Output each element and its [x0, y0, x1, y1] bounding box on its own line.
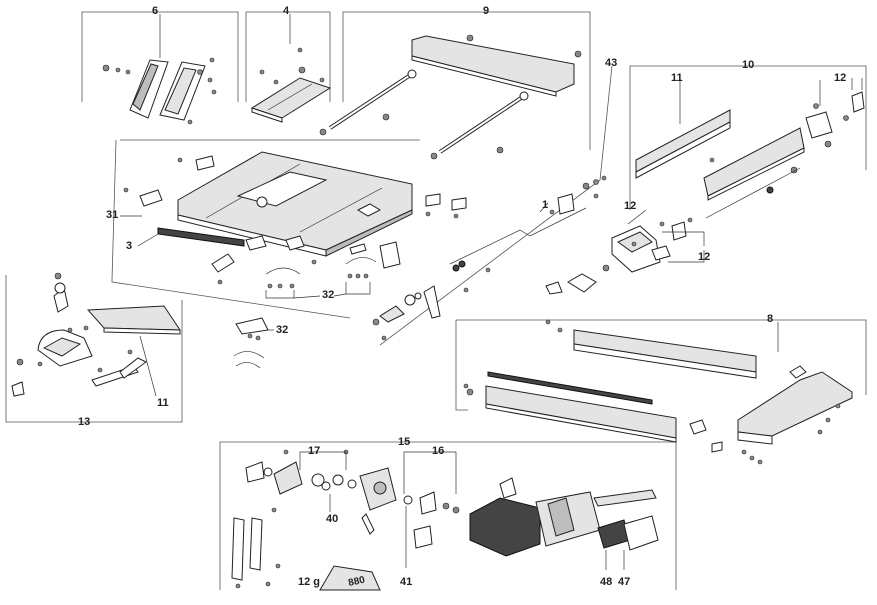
callout-4: 4 [283, 5, 290, 17]
grease-tube-label: 880 [347, 575, 366, 589]
frame-group-10 [629, 65, 867, 210]
callout-31: 31 [106, 209, 119, 221]
callout-leaders [159, 14, 821, 352]
callout-32-lower: 32 [276, 324, 289, 336]
callout-10: 10 [742, 59, 755, 71]
frame-group-4 [245, 11, 331, 102]
extension-bracket [545, 209, 705, 295]
callout-48: 48 [600, 576, 613, 588]
side-extension [635, 78, 865, 219]
callout-43: 43 [605, 57, 618, 69]
adjustment-shaft-assembly [372, 175, 607, 341]
motor-assembly [231, 449, 659, 591]
callout-11-left: 11 [157, 397, 169, 409]
frame-group-9 [342, 11, 591, 150]
miter-gauge [11, 272, 181, 397]
rip-fence [463, 319, 853, 465]
callout-8: 8 [767, 313, 774, 325]
frame-group-main-table [111, 139, 420, 319]
callout-13: 13 [78, 416, 91, 428]
callout-32-upper: 32 [322, 289, 335, 301]
callout-47: 47 [618, 576, 631, 588]
callout-11-top: 11 [671, 72, 683, 84]
callout-12-right-upper: 12 [624, 200, 637, 212]
callout-15: 15 [398, 436, 411, 448]
rear-rail-and-tubes [319, 34, 582, 160]
callout-12-top: 12 [834, 72, 847, 84]
small-bracket-set [233, 317, 274, 369]
callout-41: 41 [400, 576, 413, 588]
callout-1: 1 [542, 199, 549, 211]
callout-3: 3 [126, 240, 133, 252]
callout-16: 16 [432, 445, 445, 457]
frame-group-15 [219, 441, 677, 590]
frame-group-13 [5, 275, 183, 423]
frame-group-43 [379, 65, 613, 346]
fence-bracket-parts [102, 57, 217, 125]
callout-17: 17 [308, 445, 321, 457]
frame-group-8 [455, 319, 867, 411]
callout-9: 9 [483, 5, 490, 17]
insert-plate [250, 47, 332, 123]
callout-6: 6 [152, 5, 159, 17]
callout-12g: 12 g [298, 576, 321, 588]
frame-group-6 [81, 11, 239, 102]
saw-table [120, 151, 467, 299]
callout-40: 40 [326, 513, 339, 525]
callout-12-right: 12 [698, 251, 711, 263]
